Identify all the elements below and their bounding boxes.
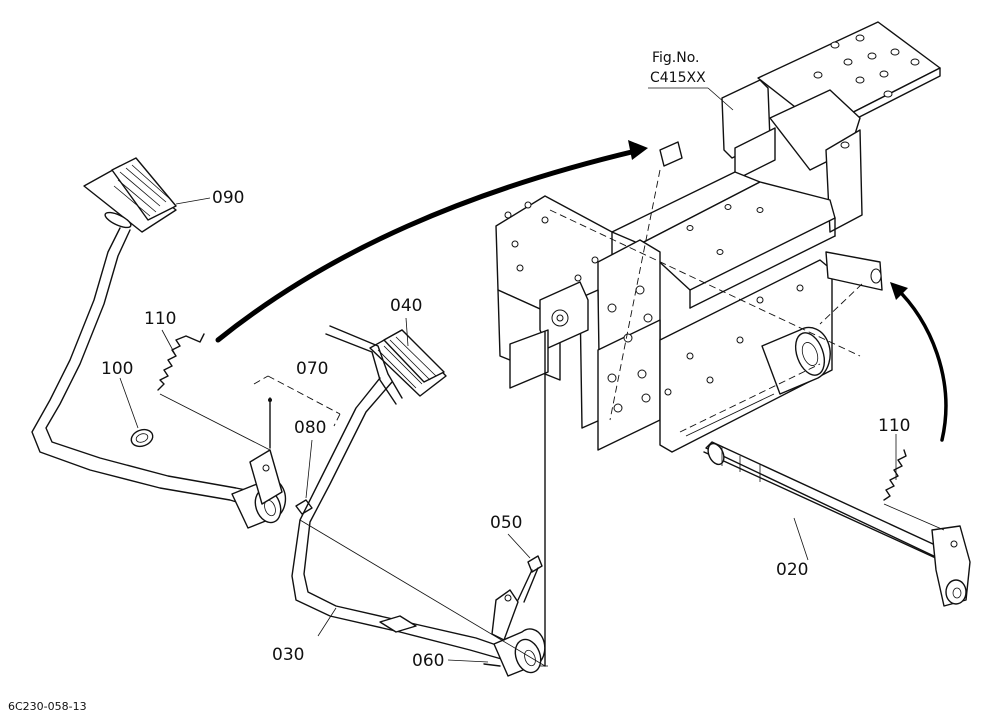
install-arrow-large [215, 147, 643, 343]
label-100: 100 [101, 359, 133, 379]
assembly-arrows [215, 140, 948, 442]
main-frame [495, 21, 941, 667]
figure-reference: Fig.No. C415XX [648, 50, 734, 111]
arrowhead-small [890, 282, 908, 300]
label-110-left: 110 [144, 309, 176, 329]
group-bracket-070 [253, 375, 341, 427]
label-110-right: 110 [878, 416, 910, 436]
diagram-footer-code: 6C230-058-13 [8, 700, 87, 713]
brake-pedal-left [31, 157, 313, 529]
cross-shaft [685, 393, 971, 607]
arrowhead-large [628, 140, 648, 160]
leader-lines [119, 197, 897, 663]
label-040: 040 [390, 296, 422, 316]
label-080: 080 [294, 418, 326, 438]
label-090: 090 [212, 188, 244, 208]
label-020: 020 [776, 560, 808, 580]
label-060: 060 [412, 651, 444, 671]
part-labels: 090 110 100 070 080 040 050 030 060 110 … [101, 188, 910, 671]
fig-code: C415XX [650, 70, 706, 86]
fig-label: Fig.No. [652, 50, 700, 66]
label-070: 070 [296, 359, 328, 379]
install-arrow-small [894, 286, 948, 442]
label-030: 030 [272, 645, 304, 665]
brake-pedal-center [291, 325, 548, 677]
label-050: 050 [490, 513, 522, 533]
